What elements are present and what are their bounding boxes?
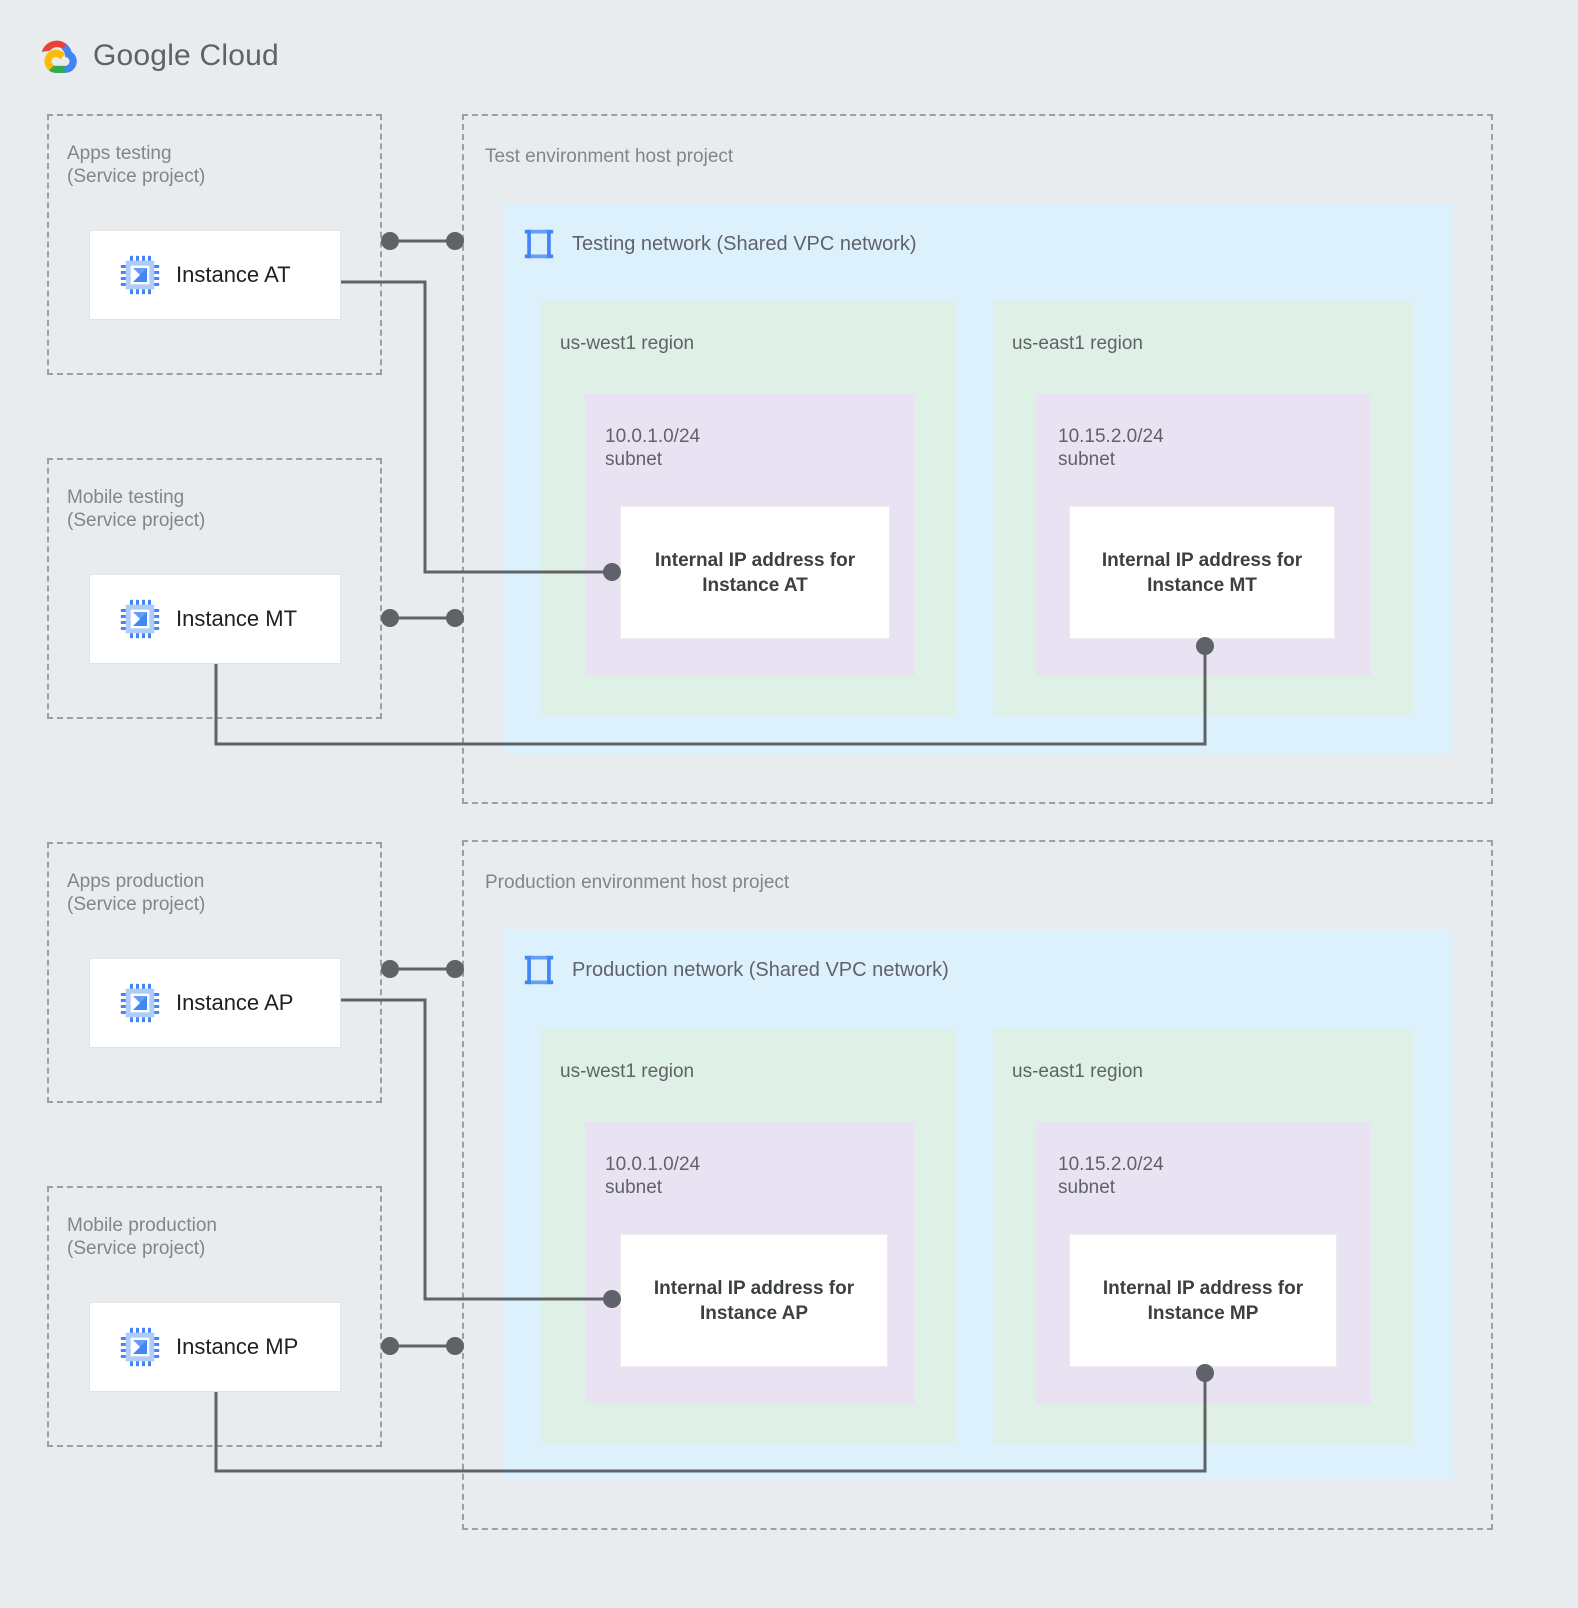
- vpc-network-icon: [524, 955, 554, 985]
- instance-card-mt[interactable]: Instance MT: [89, 574, 341, 664]
- subnet-prod-us-east1-label: 10.15.2.0/24 subnet: [1058, 1154, 1164, 1198]
- connector-apps-production-to-prod-host: [381, 960, 464, 978]
- ip-card-instance-at[interactable]: Internal IP address for Instance AT: [620, 506, 890, 639]
- ip-card-instance-ap-label: Internal IP address for Instance AP: [653, 1277, 855, 1324]
- subnet-test-us-west1-label: 10.0.1.0/24 subnet: [605, 426, 701, 470]
- region-test-us-east1-label: us-east1 region: [1012, 333, 1143, 354]
- google-cloud-logo: Google Cloud: [33, 36, 279, 76]
- service-project-apps-production-label: Apps production (Service project): [67, 871, 206, 915]
- compute-instance-icon: [120, 983, 160, 1023]
- instance-card-mp[interactable]: Instance MP: [89, 1302, 341, 1392]
- vpc-network-icon: [524, 229, 554, 259]
- ip-card-instance-at-label: Internal IP address for Instance AT: [654, 549, 856, 596]
- brand-cloud: Cloud: [199, 39, 279, 72]
- subnet-test-us-east1-label: 10.15.2.0/24 subnet: [1058, 426, 1164, 470]
- ip-card-instance-mt[interactable]: Internal IP address for Instance MT: [1069, 506, 1335, 639]
- instance-card-at[interactable]: Instance AT: [89, 230, 341, 320]
- compute-instance-icon: [120, 255, 160, 295]
- instance-label-mp: Instance MP: [176, 1334, 299, 1359]
- brand-text: Google Cloud: [93, 39, 279, 73]
- compute-instance-icon: [120, 1327, 160, 1367]
- vpc-network-testing-header: Testing network (Shared VPC network): [522, 227, 917, 261]
- brand-google: Google: [93, 39, 191, 72]
- compute-instance-icon: [120, 599, 160, 639]
- connector-mobile-testing-to-test-host: [381, 609, 464, 627]
- region-prod-us-west1-label: us-west1 region: [560, 1061, 695, 1082]
- connector-mobile-production-to-prod-host: [381, 1337, 464, 1355]
- instance-card-ap[interactable]: Instance AP: [89, 958, 341, 1048]
- ip-card-instance-mt-label: Internal IP address for Instance MT: [1101, 549, 1303, 596]
- service-project-mobile-production-label: Mobile production (Service project): [67, 1215, 217, 1259]
- instance-label-mt: Instance MT: [176, 606, 298, 631]
- service-project-apps-testing-label: Apps testing (Service project): [67, 143, 206, 187]
- ip-card-instance-ap[interactable]: Internal IP address for Instance AP: [620, 1234, 888, 1367]
- host-project-test-environment-label: Test environment host project: [485, 146, 734, 167]
- region-test-us-west1-label: us-west1 region: [560, 333, 695, 354]
- vpc-network-production-title: Production network (Shared VPC network): [572, 958, 949, 981]
- subnet-prod-us-west1-label: 10.0.1.0/24 subnet: [605, 1154, 701, 1198]
- ip-card-instance-mp-label: Internal IP address for Instance MP: [1102, 1277, 1304, 1324]
- connector-apps-testing-to-test-host: [381, 232, 464, 250]
- instance-label-at: Instance AT: [176, 262, 291, 287]
- vpc-network-testing-title: Testing network (Shared VPC network): [572, 232, 917, 255]
- ip-card-instance-mp[interactable]: Internal IP address for Instance MP: [1069, 1234, 1337, 1367]
- vpc-network-production-header: Production network (Shared VPC network): [522, 953, 949, 987]
- instance-label-ap: Instance AP: [176, 990, 294, 1015]
- region-prod-us-east1-label: us-east1 region: [1012, 1061, 1143, 1082]
- google-cloud-logo-icon: [41, 40, 77, 73]
- host-project-production-environment-label: Production environment host project: [485, 872, 790, 893]
- service-project-mobile-testing-label: Mobile testing (Service project): [67, 487, 206, 531]
